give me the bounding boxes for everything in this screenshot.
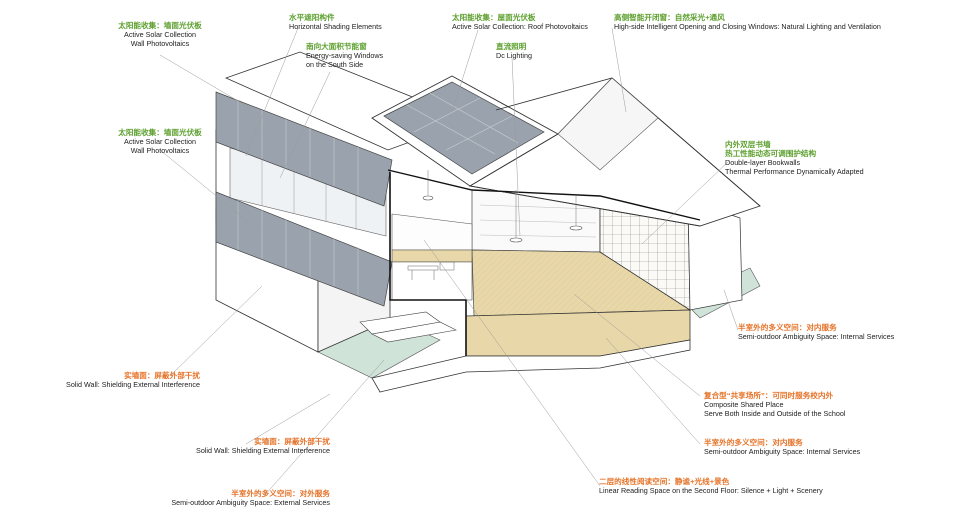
label-solid-wall-upper: 实墙面：屏蔽外部干扰 Solid Wall: Shielding Externa… xyxy=(66,371,200,389)
label-linear-reading-space: 二层的线性阅读空间：静谧+光线+景色 Linear Reading Space … xyxy=(599,477,823,495)
section-cut-line xyxy=(389,172,467,356)
label-wall-pv-upper: 太阳能收集：墙面光伏板 Active Solar Collection Wall… xyxy=(118,21,202,48)
reading-mezzanine xyxy=(391,213,473,251)
mezzanine-floor xyxy=(391,249,473,263)
label-semi-outdoor-internal-lower: 半室外的多义空间：对内服务 Semi-outdoor Ambiguity Spa… xyxy=(704,438,861,456)
roof-pv-panel xyxy=(383,81,545,175)
label-bookwall: 内外双层书墙 热工性能动态可调围护结构 Double-layer Bookwal… xyxy=(725,140,864,176)
label-dc-lighting: 直流照明 Dc Lighting xyxy=(496,42,532,60)
lower-reading-room xyxy=(391,261,473,301)
high-side-windows xyxy=(557,77,659,171)
label-semi-outdoor-external: 半室外的多义空间：对外服务 Semi-outdoor Ambiguity Spa… xyxy=(171,489,330,507)
label-semi-outdoor-internal-right: 半室外的多义空间：对内服务 Semi-outdoor Ambiguity Spa… xyxy=(738,323,895,341)
wall-pv-panel-upper xyxy=(215,91,393,207)
section-cut-roof xyxy=(387,169,701,221)
label-solid-wall-lower: 实墙面：屏蔽外部干扰 Solid Wall: Shielding Externa… xyxy=(196,437,330,455)
label-roof-pv: 太阳能收集：屋面光伏板 Active Solar Collection: Roo… xyxy=(452,13,588,31)
label-composite-shared-place: 复合型“共享场所”：可同时服务校内外 Composite Shared Plac… xyxy=(704,391,846,418)
label-south-windows: 南向大面积节能窗 Energy-saving Windows on the So… xyxy=(306,42,384,69)
wall-pv-panel-lower xyxy=(215,191,393,307)
label-high-side-windows: 高侧智能开闭窗：自然采光+通风 High-side Intelligent Op… xyxy=(614,13,881,31)
label-horizontal-shading: 水平遮阳构件 Horizontal Shading Elements xyxy=(289,13,382,31)
foundation-slab xyxy=(371,339,691,393)
label-wall-pv-lower: 太阳能收集：墙面光伏板 Active Solar Collection Wall… xyxy=(118,128,202,155)
